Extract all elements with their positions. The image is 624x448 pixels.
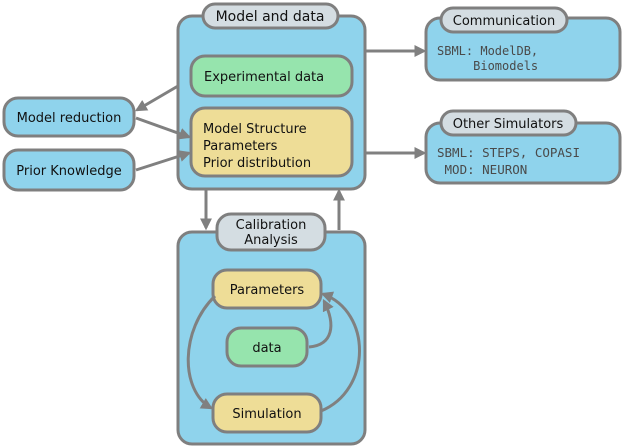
model-reduction-node: Model reduction (2, 96, 136, 138)
simulation-box-label: Simulation (232, 407, 301, 422)
communication-title-tab (439, 6, 569, 34)
model-structure-box (189, 106, 354, 178)
other-simulators-node: Other Simulators SBML: STEPS, COPASI MOD… (424, 109, 622, 185)
other-simulators-line-2: MOD: NEURON (437, 162, 527, 177)
arrows (134, 45, 427, 413)
prior-knowledge-node: Prior Knowledge (2, 148, 136, 192)
data-box-label: data (252, 341, 281, 356)
other-simulators-title: Other Simulators (453, 117, 564, 132)
calibration-title-tab (215, 212, 327, 252)
model-reduction-box (2, 96, 136, 138)
model-and-data-title-tab (201, 2, 340, 30)
data-box (225, 326, 309, 368)
parameters-box (211, 268, 323, 310)
calibration-analysis-group: Calibration Analysis Parameters data Sim… (176, 212, 367, 446)
arrow-simulation-to-parameters (320, 291, 361, 413)
model-structure-label: Model Structure (203, 122, 307, 137)
arrow-to-model-reduction (134, 84, 179, 112)
parameters-box-label: Parameters (230, 283, 305, 298)
calibration-title-line-2: Analysis (244, 233, 298, 248)
communication-title: Communication (453, 14, 555, 29)
prior-knowledge-box (2, 148, 136, 192)
model-reduction-label: Model reduction (17, 111, 122, 126)
other-simulators-line-1: SBML: STEPS, COPASI (437, 145, 580, 160)
model-and-data-group: Model and data Experimental data Model S… (176, 2, 367, 191)
communication-node: Communication SBML: ModelDB, Biomodels (424, 6, 622, 82)
arrow-parameters-to-simulation (186, 294, 217, 410)
simulation-box (211, 392, 323, 434)
experimental-data-label: Experimental data (204, 70, 324, 85)
prior-knowledge-label: Prior Knowledge (16, 164, 121, 179)
arrow-data-to-parameters (308, 298, 334, 349)
communication-line-1: SBML: ModelDB, (437, 44, 538, 58)
arrow-from-prior-knowledge (135, 150, 192, 172)
parameters-label: Parameters (203, 139, 278, 154)
communication-line-2: Biomodels (437, 59, 538, 73)
calibration-title-line-1: Calibration (236, 218, 307, 233)
model-and-data-title: Model and data (216, 9, 325, 25)
experimental-data-box (189, 54, 354, 98)
prior-distribution-label: Prior distribution (203, 156, 311, 171)
arrow-from-model-reduction (135, 116, 192, 140)
other-simulators-title-tab (439, 109, 578, 137)
